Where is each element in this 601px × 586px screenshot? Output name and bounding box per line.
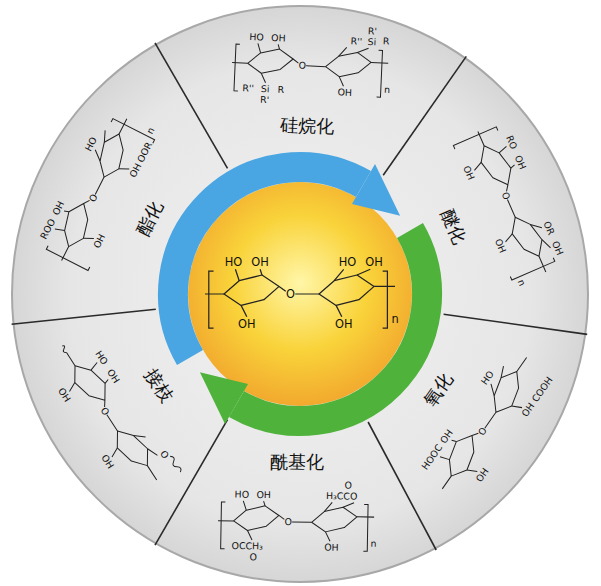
atom-label: OH [271,33,286,43]
atom-label: H₃CCO [326,491,357,501]
atom-label: HO [225,256,243,267]
atom-label: ROO [39,217,57,240]
atom-label: COOH [530,375,554,404]
atom-label: OH [474,466,490,483]
atom-label: n [384,85,390,95]
silane-structure: HOOHOOHnR''SiRR'R''SiRR' [222,16,398,117]
outer-disk [12,6,588,582]
structure-skeleton [196,237,405,351]
atom-label: HO [235,490,250,500]
atom-label: OH [520,401,536,418]
structure-skeleton [209,474,382,571]
atom-label: n [145,125,156,135]
atom-label: n [516,278,527,287]
atom-label: OH [128,161,143,178]
atom-label: OH [56,387,72,404]
atom-label: OOR [136,140,154,163]
atom-label: OH [92,232,107,249]
atom-label: OH [513,154,527,171]
atom-label: OH [51,199,66,216]
sector-label: 硅烷化 [280,114,335,137]
atom-label: OH [493,237,507,254]
atom-label: O [500,191,512,201]
atom-label: O [298,61,306,71]
atom-label: R [382,37,389,47]
atom-label: OH [438,428,454,445]
atom-label: OR [542,220,556,236]
atom-label: O [286,288,295,299]
atom-label: OH [551,240,565,257]
atom-label: HO [479,369,495,386]
atom-label: O [344,481,352,490]
atom-label: OCCH₃ [232,541,263,551]
atom-label: OH [462,165,476,182]
atom-label: OH [105,368,121,385]
atom-label: R' [368,27,377,37]
atom-label: OH [256,490,271,500]
atom-label: O [99,406,111,417]
atom-label: OH [324,543,339,553]
atom-label: HO [84,135,99,152]
atom-label: OH [335,319,353,330]
modification-sector: 硅烷化 [276,113,339,140]
atom-label: n [371,539,377,548]
atom-label: R'' [242,84,254,94]
modification-sector: 酰基化 [266,449,328,474]
atom-label: O [476,425,488,436]
atom-label: n [391,313,398,324]
atom-label: OH [337,88,352,98]
atom-label: R [277,85,284,95]
atom-label: HO [249,32,264,42]
atom-label: O [284,517,292,526]
atom-label: OH [251,256,269,267]
cycle-arrows [173,164,427,424]
atom-label: R'' [350,37,362,47]
cellulose-structure: HO OH OH O HO OH OH n [196,237,405,351]
atom-label: OH [365,256,383,267]
atom-label: HO [339,256,357,267]
center-circle [188,182,412,406]
atom-label: OH [238,319,256,330]
atom-label: RO [505,134,519,150]
sector-dividers [12,43,588,550]
atom-label: Si [367,37,376,47]
acyl-structure: HOOHOOHnH₃CCOOOCCH₃O [209,474,382,571]
atom-label: O [249,552,257,561]
atom-label: O [158,449,170,460]
atom-label: O [88,192,100,203]
atom-label: R' [260,95,269,105]
atom-label: Si [261,84,270,94]
sector-label: 酰基化 [270,451,324,473]
